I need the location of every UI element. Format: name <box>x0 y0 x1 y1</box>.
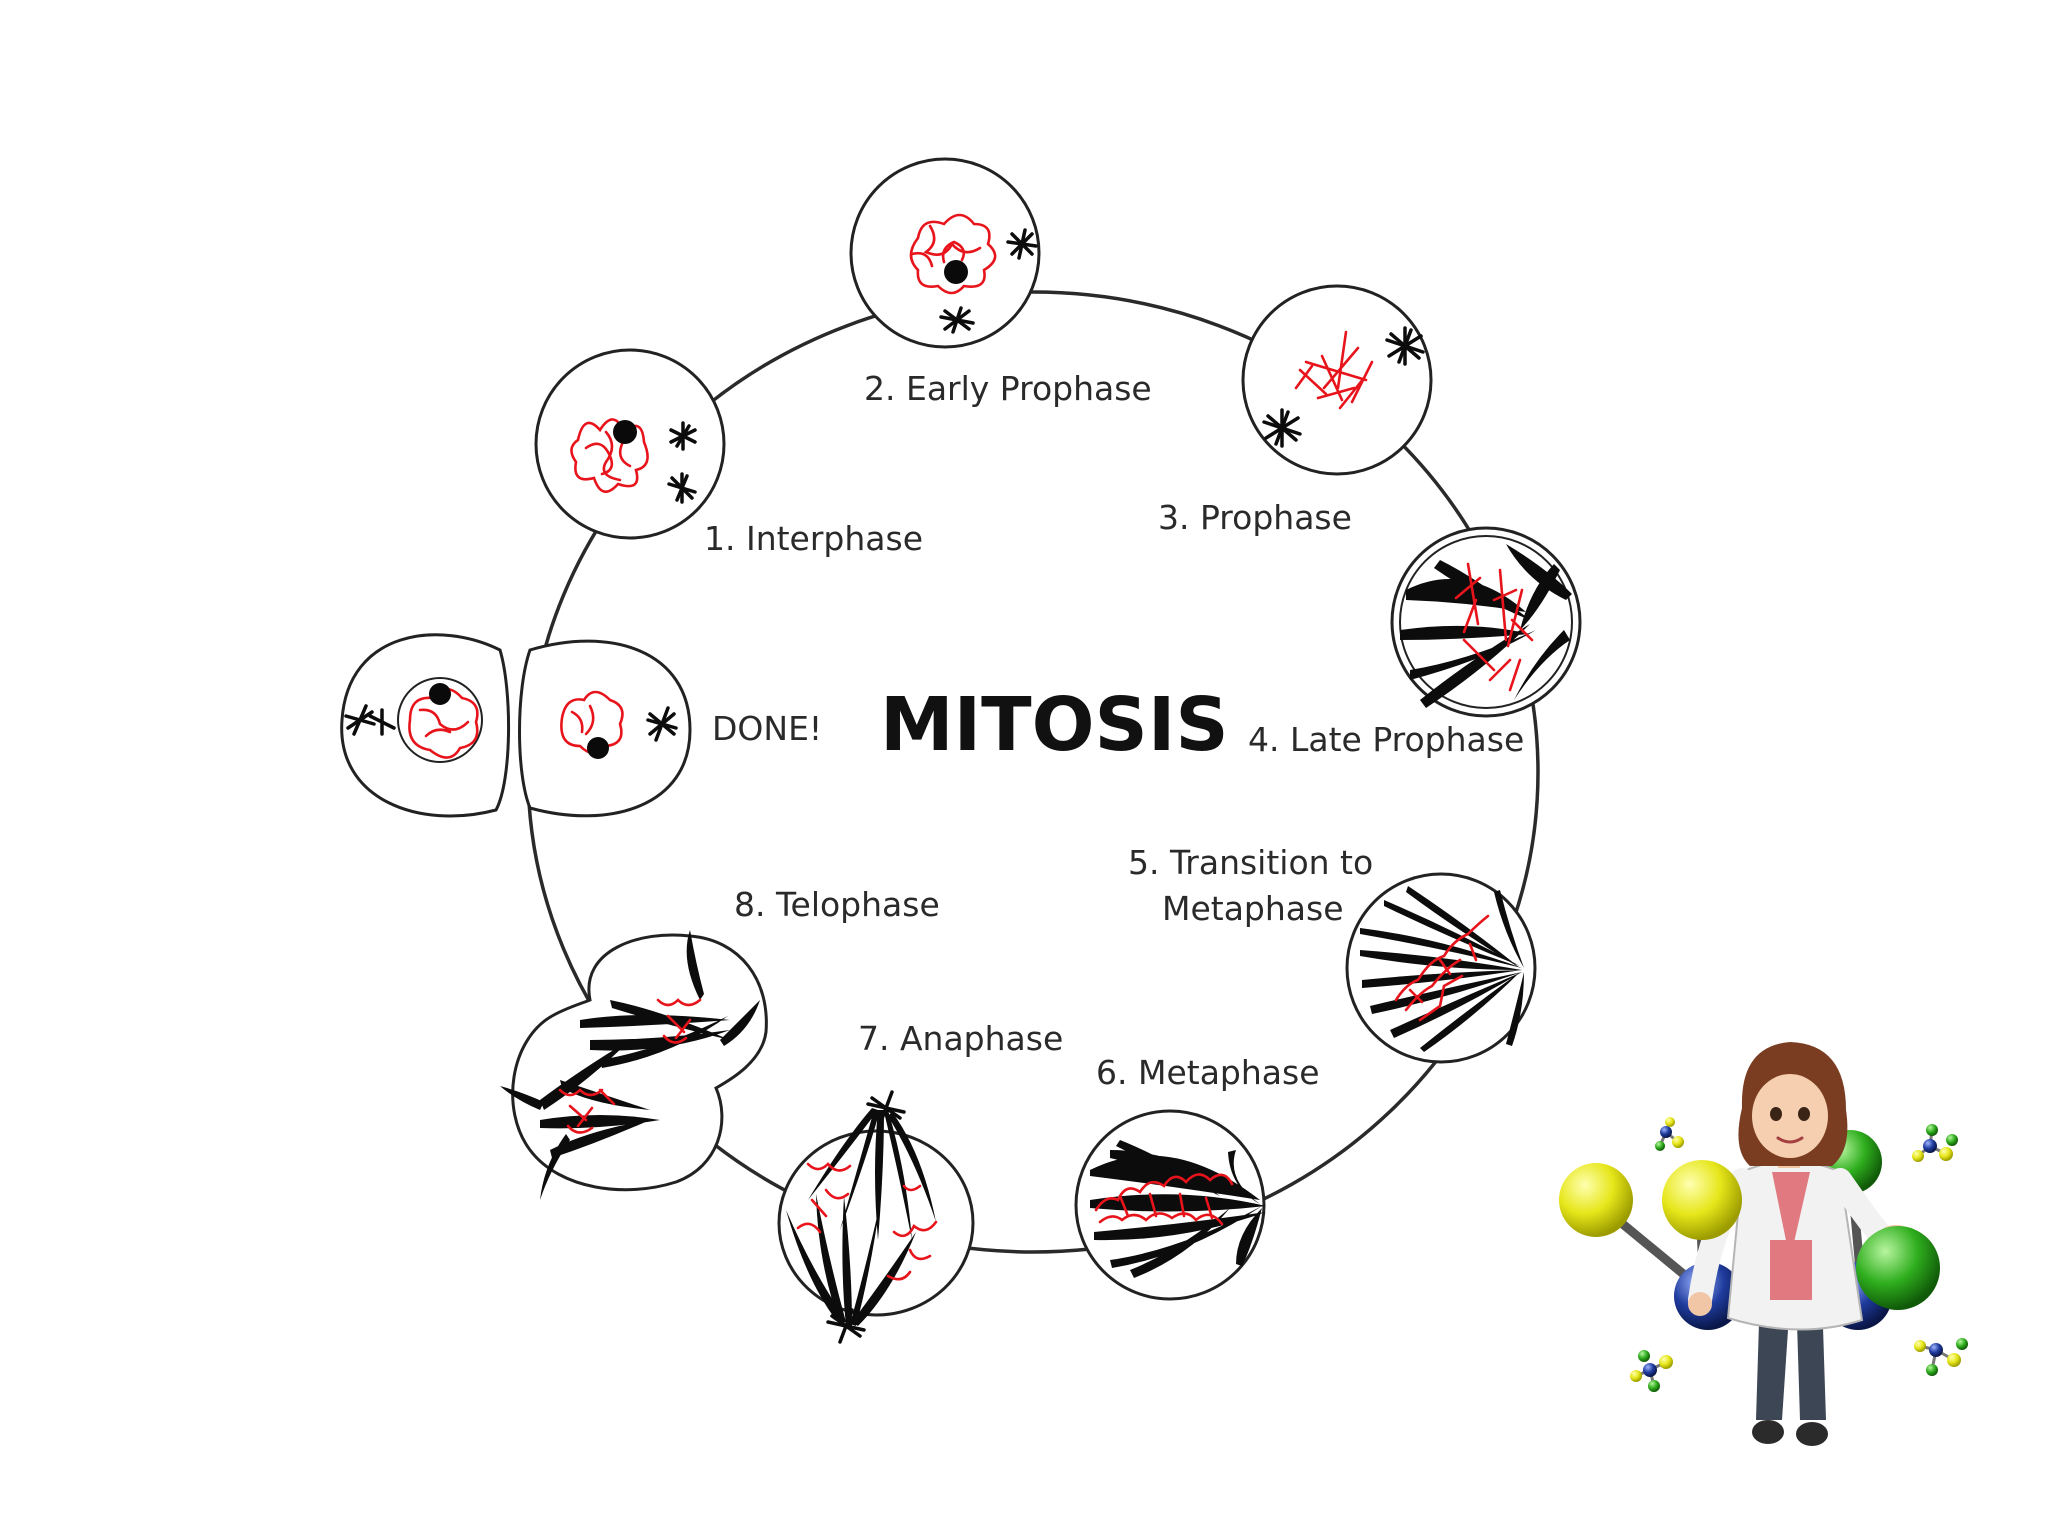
stage-label-telophase: 8. Telophase <box>734 885 940 924</box>
cell-anaphase <box>777 1090 975 1344</box>
stage-label-early-prophase: 2. Early Prophase <box>864 369 1152 408</box>
stage-label-anaphase: 7. Anaphase <box>858 1019 1063 1058</box>
stage-label-transition-line1: 5. Transition to <box>1128 843 1373 882</box>
cell-telophase <box>500 930 768 1200</box>
cell-transition-to-metaphase <box>1345 872 1537 1064</box>
cell-done-daughters <box>340 633 692 818</box>
cell-early-prophase <box>849 157 1041 349</box>
small-molecule-icon <box>1914 1338 1968 1376</box>
cell-late-prophase <box>1390 526 1582 718</box>
diagram-title: MITOSIS <box>880 682 1229 768</box>
scientist-with-molecules-icon <box>1559 1042 1968 1446</box>
small-molecule-icon <box>1912 1124 1958 1162</box>
small-molecule-icon <box>1630 1350 1673 1392</box>
stage-label-prophase: 3. Prophase <box>1158 498 1352 537</box>
stage-label-transition-line2: Metaphase <box>1162 889 1344 928</box>
stage-label-late-prophase: 4. Late Prophase <box>1248 720 1524 759</box>
stage-label-metaphase: 6. Metaphase <box>1096 1053 1320 1092</box>
small-molecule-icon <box>1655 1117 1684 1151</box>
stage-label-interphase: 1. Interphase <box>704 519 923 558</box>
cell-metaphase <box>1074 1109 1266 1301</box>
cell-interphase <box>534 348 726 540</box>
done-label: DONE! <box>712 709 822 748</box>
cell-prophase <box>1241 284 1433 476</box>
